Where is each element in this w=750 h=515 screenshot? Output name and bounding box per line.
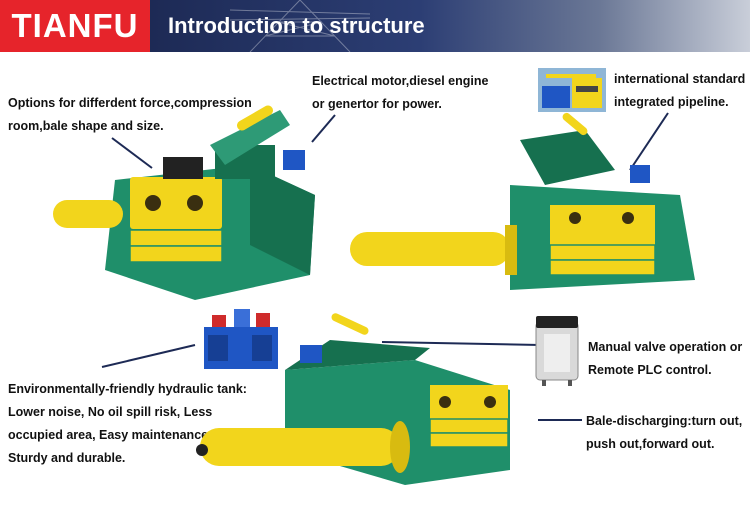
brand-name: TIANFU (11, 7, 139, 44)
leader-line-valve (381, 341, 541, 346)
baler-machine-side-view (350, 112, 695, 290)
brand-logo: TIANFU (0, 0, 150, 52)
pipeline-photo (538, 68, 606, 112)
caption-line: occupied area, Easy maintenance, (8, 428, 212, 442)
caption-line: Remote PLC control. (588, 363, 712, 377)
page-title: Introduction to structure (168, 13, 425, 38)
header-banner: TIANFU Introduction to structure (0, 0, 750, 52)
caption-line: integrated pipeline. (614, 95, 729, 109)
caption-discharge: Bale-discharging:turn out, push out,forw… (586, 410, 742, 456)
caption-line: international standard (614, 72, 746, 86)
caption-line: Environmentally-friendly hydraulic tank: (8, 382, 247, 396)
caption-motor: Electrical motor,diesel engine or genert… (312, 70, 488, 116)
leader-line-pipeline (629, 112, 669, 171)
caption-line: Lower noise, No oil spill risk, Less (8, 405, 213, 419)
caption-valve: Manual valve operation or Remote PLC con… (588, 336, 742, 382)
caption-line: Options for differdent force,compression (8, 96, 252, 110)
leader-line-tank (101, 344, 196, 368)
caption-line: or genertor for power. (312, 97, 442, 111)
caption-tank: Environmentally-friendly hydraulic tank:… (8, 378, 247, 470)
baler-machine-bottom-view (196, 313, 510, 485)
caption-pipeline: international standard integrated pipeli… (614, 68, 745, 114)
caption-line: Electrical motor,diesel engine (312, 74, 489, 88)
title-bar: Introduction to structure (150, 0, 750, 52)
control-box-photo (535, 316, 579, 386)
caption-options: Options for differdent force,compression… (8, 92, 252, 138)
caption-line: Sturdy and durable. (8, 451, 126, 465)
hydraulic-tank-photo (204, 309, 278, 369)
caption-line: Manual valve operation or (588, 340, 743, 354)
caption-line: room,bale shape and size. (8, 119, 164, 133)
caption-line: push out,forward out. (586, 437, 715, 451)
power-tower-graphic (230, 0, 370, 52)
leader-line-options (111, 137, 153, 169)
caption-line: Bale-discharging:turn out, (586, 414, 743, 428)
leader-line-motor (311, 114, 336, 143)
baler-machine-front-view (53, 105, 315, 300)
